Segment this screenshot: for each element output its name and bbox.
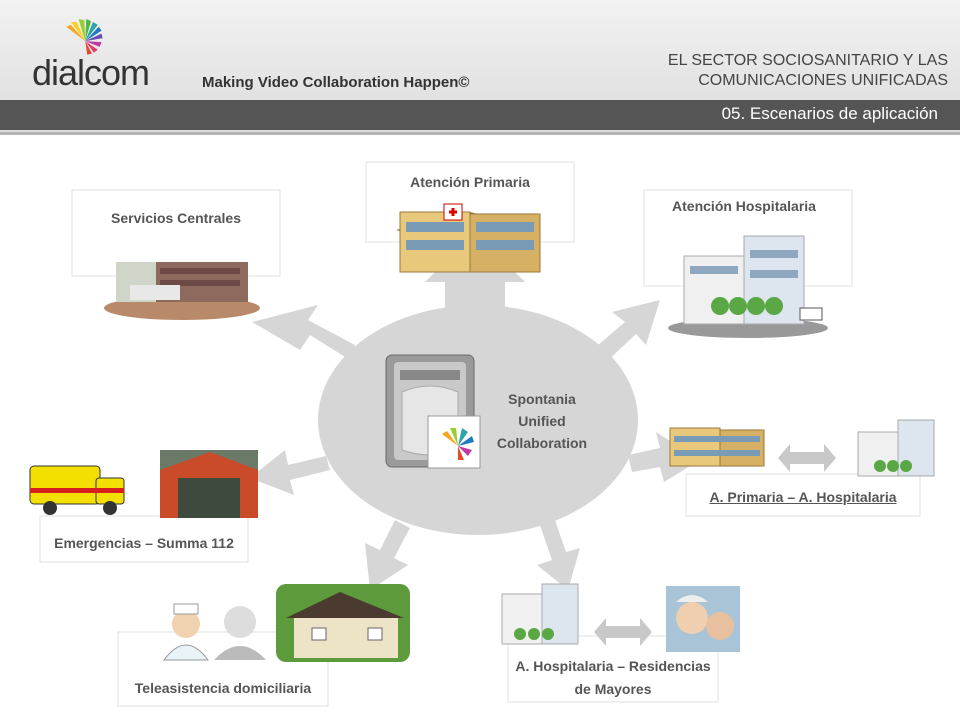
arrow-downright-icon bbox=[537, 520, 580, 590]
brand-tagline: Making Video Collaboration Happen© bbox=[202, 74, 470, 91]
central-services-building-icon bbox=[104, 262, 260, 320]
double-arrow-icon bbox=[778, 444, 836, 472]
spontania-logo-icon bbox=[427, 415, 481, 469]
label-emergencias: Emergencias – Summa 112 bbox=[54, 535, 234, 551]
presentation-title-line2: COMUNICACIONES UNIFICADAS bbox=[698, 72, 948, 89]
emergency-tent-photo-icon bbox=[160, 450, 258, 518]
arrow-upright-icon bbox=[590, 300, 660, 366]
nurse-icon bbox=[163, 603, 209, 661]
card-primaria-hospitalaria bbox=[685, 473, 921, 517]
arrow-right-icon bbox=[628, 432, 700, 482]
elderly-couple-photo-icon bbox=[666, 586, 740, 652]
section-label: 05. Escenarios de aplicación bbox=[721, 104, 938, 123]
section-bar bbox=[0, 100, 960, 130]
house-icon bbox=[276, 584, 410, 662]
ambulance-icon bbox=[29, 465, 125, 515]
presentation-title-line1: EL SECTOR SOCIOSANITARIO Y LAS bbox=[667, 52, 948, 69]
hub-label-line1: Spontania bbox=[508, 391, 576, 407]
brand-name: dialcom bbox=[32, 52, 150, 93]
label-residencias-line1: A. Hospitalaria – Residencias bbox=[515, 658, 711, 674]
hub-label: Spontania Unified Collaboration bbox=[486, 388, 598, 454]
hospital-building-icon bbox=[668, 235, 828, 338]
dialcom-logo-icon bbox=[66, 19, 103, 55]
elderly-person-icon bbox=[214, 606, 266, 660]
header-divider bbox=[0, 132, 960, 135]
label-servicios-centrales: Servicios Centrales bbox=[111, 210, 241, 226]
arrow-upleft-icon bbox=[252, 305, 355, 360]
label-primaria-hospitalaria: A. Primaria – A. Hospitalaria bbox=[709, 489, 897, 505]
arrow-left-icon bbox=[250, 450, 330, 495]
hospital-small-icon bbox=[857, 419, 935, 477]
hub-label-line3: Collaboration bbox=[496, 435, 588, 451]
label-atencion-primaria: Atención Primaria bbox=[410, 174, 530, 190]
primary-care-building-icon bbox=[396, 203, 541, 273]
arrow-downleft-icon bbox=[365, 520, 410, 590]
label-teleasistencia: Teleasistencia domiciliaria bbox=[134, 680, 312, 696]
arrow-up-icon bbox=[425, 232, 525, 320]
primary-care-small-icon bbox=[669, 427, 765, 467]
label-atencion-hospitalaria: Atención Hospitalaria bbox=[672, 198, 816, 214]
card-servicios-centrales bbox=[71, 189, 281, 277]
double-arrow-2-icon bbox=[594, 618, 652, 646]
card-emergencias bbox=[39, 515, 249, 563]
hospital-residence-icon bbox=[501, 583, 579, 645]
label-residencias-line2: de Mayores bbox=[574, 681, 652, 697]
hub-label-line2: Unified bbox=[518, 413, 566, 429]
